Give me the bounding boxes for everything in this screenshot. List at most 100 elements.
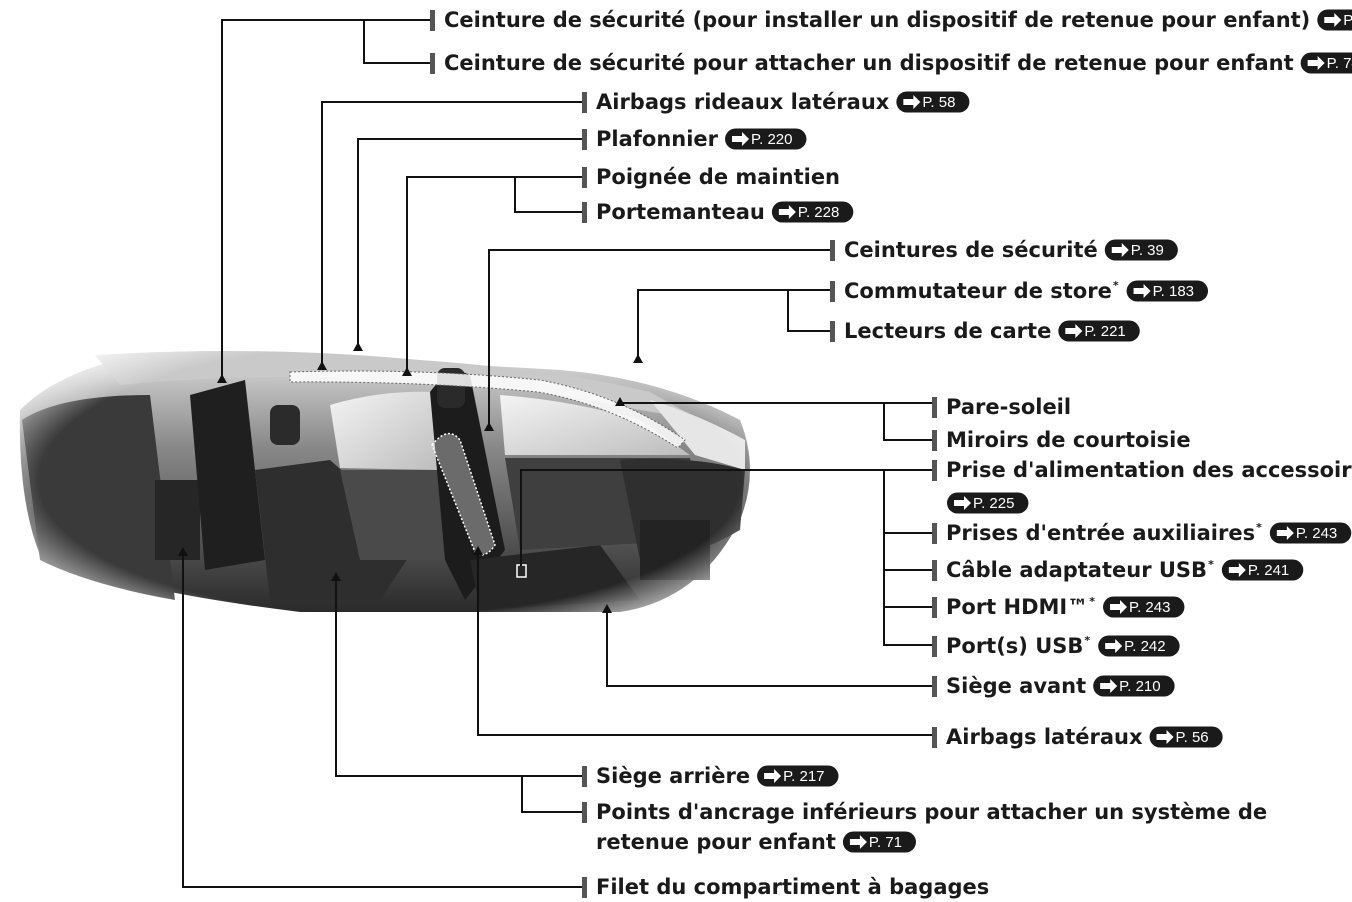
arrow-right-icon	[1228, 563, 1246, 577]
arrow-right-icon	[1324, 13, 1342, 27]
callout-label: Filet du compartiment à bagages	[596, 875, 989, 899]
arrow-right-icon	[954, 496, 971, 510]
page-ref-badge[interactable]: P. 74	[1300, 52, 1352, 74]
arrow-right-icon	[1065, 324, 1083, 338]
callout-tick	[430, 10, 435, 31]
footnote-asterisk: *	[1208, 558, 1214, 571]
callout-usb-adapter-cable: Câble adaptateur USB*P. 241	[932, 558, 1304, 582]
arrow-right-icon	[764, 769, 782, 783]
page-ref-pill	[1098, 635, 1180, 657]
page-ref-pill	[1300, 52, 1352, 74]
callout-seatbelt-child-install: Ceinture de sécurité (pour installer un …	[430, 8, 1352, 32]
callout-sunshade-switch: Commutateur de store* P. 183	[830, 279, 1209, 303]
callout-tick	[582, 129, 587, 150]
callout-tick	[830, 281, 835, 302]
footnote-asterisk: *	[1113, 279, 1119, 292]
arrow-right-icon	[1156, 730, 1174, 744]
callout-label: Prise d'alimentation des accessoires	[946, 458, 1352, 482]
callout-lower-anchors-line1: Points d'ancrage inférieurs pour attache…	[582, 800, 1267, 824]
callout-labels: Ceinture de sécurité (pour installer un …	[430, 8, 1352, 899]
page-ref-text: P. 71	[869, 834, 902, 851]
callout-label: Plafonnier	[596, 127, 719, 151]
callout-tick	[582, 92, 587, 113]
page-ref-text: P. 221	[1084, 323, 1125, 340]
page-ref-text: P. 228	[798, 204, 839, 221]
illustration-fade	[0, 330, 780, 630]
page-ref-pill	[947, 492, 1029, 514]
callout-usb-ports: Port(s) USB*P. 242	[932, 634, 1180, 658]
callout-tick	[830, 321, 835, 342]
callout-sun-visors: Pare-soleil	[932, 395, 1071, 419]
page-ref-pill	[1126, 280, 1209, 302]
page-ref-badge[interactable]: P. 243	[1269, 522, 1352, 544]
arrow-right-icon	[903, 95, 921, 109]
arrow-right-icon	[1100, 679, 1118, 693]
arrow-right-icon	[732, 132, 750, 146]
page-ref-badge[interactable]: P. 183	[1126, 280, 1209, 302]
page-ref-pill	[1269, 522, 1352, 544]
page-ref-badge[interactable]: P. 56	[1149, 726, 1223, 748]
callout-label: retenue pour enfant	[596, 830, 836, 854]
callout-tick	[932, 560, 937, 581]
callout-hdmi-port: Port HDMI™*P. 243	[932, 595, 1185, 619]
page-ref-badge[interactable]: P. 228	[771, 201, 854, 223]
callout-label: Ceinture de sécurité pour attacher un di…	[444, 51, 1294, 75]
page-ref-badge[interactable]: P. 58	[896, 91, 970, 113]
callout-label: Miroirs de courtoisie	[946, 428, 1191, 452]
footnote-asterisk: *	[1089, 595, 1095, 608]
callout-tick	[932, 727, 937, 748]
page-ref-text: P. 39	[1131, 242, 1164, 259]
callout-accessory-power-socket: Prise d'alimentation des accessoires P. 2…	[932, 458, 1352, 514]
callout-tick	[582, 167, 587, 188]
callout-tick	[932, 460, 937, 481]
page-ref-text: P. 56	[1176, 729, 1209, 746]
callout-seatbelt-child-attach: Ceinture de sécurité pour attacher un di…	[430, 51, 1352, 75]
arrow-right-icon	[1276, 526, 1294, 540]
callout-tick	[582, 877, 587, 898]
leader-lines	[182, 19, 932, 888]
page-ref-text: P. 210	[1119, 678, 1160, 695]
callout-label: Ceintures de sécurité	[844, 238, 1098, 262]
callout-tick	[430, 53, 435, 74]
callout-tick	[582, 802, 587, 823]
page-ref-badge[interactable]: P. 71	[842, 831, 916, 853]
page-ref-pill	[725, 128, 807, 150]
callout-label: Siège avant	[946, 674, 1086, 698]
page-ref-text: P. 74	[1343, 12, 1352, 29]
arrow-right-icon	[1133, 284, 1151, 298]
page-ref-badge[interactable]: P. 74	[1317, 9, 1352, 31]
page-ref-badge[interactable]: P. 241	[1221, 559, 1304, 581]
page-ref-badge[interactable]: P. 217	[757, 765, 839, 787]
page-ref-pill	[1221, 559, 1304, 581]
page-ref-text: P. 241	[1248, 562, 1289, 579]
callout-seat-belts: Ceintures de sécurité P. 39	[830, 238, 1178, 262]
arrow-right-icon	[1105, 639, 1123, 653]
page-ref-badge[interactable]: P. 225	[947, 492, 1029, 514]
page-ref-badge[interactable]: P. 220	[725, 128, 807, 150]
page-ref-text: P. 243	[1296, 525, 1337, 542]
callout-label: Commutateur de store	[844, 279, 1112, 303]
arrow-right-icon	[1111, 243, 1129, 257]
callout-front-seat: Siège avant P. 210	[932, 674, 1175, 698]
page-ref-text: P. 220	[751, 131, 792, 148]
callout-label: Airbags latéraux	[946, 725, 1143, 749]
arrow-right-icon	[1307, 56, 1325, 70]
page-ref-badge[interactable]: P. 221	[1058, 320, 1140, 342]
page-ref-pill	[757, 765, 839, 787]
callout-tick	[932, 636, 937, 657]
callout-tick	[830, 240, 835, 261]
callout-label: Airbags rideaux latéraux	[596, 90, 890, 114]
callout-aux-input-jacks: Prises d'entrée auxiliaires*P. 243	[932, 521, 1352, 545]
page-ref-text: P. 242	[1124, 638, 1165, 655]
page-ref-badge[interactable]: P. 210	[1093, 675, 1175, 697]
page-ref-badge[interactable]: P. 243	[1103, 596, 1185, 618]
callout-label: Points d'ancrage inférieurs pour attache…	[596, 800, 1267, 824]
page-ref-pill	[1058, 320, 1140, 342]
page-ref-badge[interactable]: P. 242	[1098, 635, 1180, 657]
page-ref-badge[interactable]: P. 39	[1104, 239, 1178, 261]
